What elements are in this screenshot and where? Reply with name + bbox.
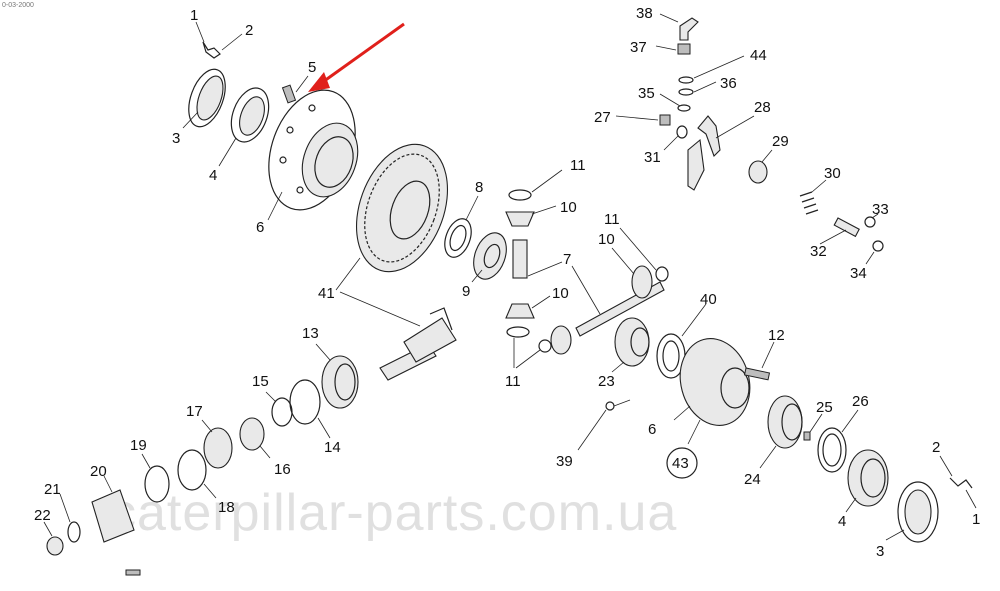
bolt-part (281, 75, 309, 104)
differential-gear-part (611, 303, 707, 379)
callout-5: 5 (308, 59, 316, 76)
callout-9: 9 (462, 283, 470, 300)
cross-shaft-part (571, 227, 669, 337)
callout-13: 13 (302, 325, 319, 342)
callout-21: 21 (44, 481, 61, 498)
callout-7: 7 (563, 251, 571, 268)
callout-10-right: 10 (598, 231, 615, 248)
right-side-bearing-lock (845, 449, 977, 543)
callout-19: 19 (130, 437, 147, 454)
callout-26: 26 (852, 393, 869, 410)
highlight-arrow (308, 22, 405, 92)
differential-housing-part (666, 338, 775, 479)
watermark: caterpillar-parts.com.ua (110, 484, 677, 542)
shim-15 (265, 391, 293, 427)
breather-38 (659, 13, 699, 41)
callout-20: 20 (90, 463, 107, 480)
fitting-37 (655, 43, 691, 55)
callout-1-right: 1 (972, 511, 980, 528)
ring-gear-part (335, 143, 449, 327)
callout-11-right: 11 (604, 211, 620, 228)
pinion-gear-set (505, 169, 572, 369)
pinion-bearing-13 (315, 343, 359, 409)
leader-32 (819, 229, 847, 245)
callout-28: 28 (754, 99, 771, 116)
oring-21 (59, 493, 81, 543)
collar-29 (748, 149, 773, 184)
callout-11-bottom: 11 (505, 373, 521, 390)
item-43-circle (666, 447, 698, 479)
callout-39: 39 (556, 453, 573, 470)
callout-25: 25 (816, 399, 833, 416)
callout-1: 1 (190, 7, 198, 24)
carrier-case-part (267, 89, 359, 221)
spring-30 (799, 179, 860, 238)
callout-3-right: 3 (876, 543, 884, 560)
thrust-washer-part (444, 195, 479, 258)
callout-6: 6 (256, 219, 264, 236)
collar-16 (239, 417, 271, 459)
corner-code: 0-03-2000 (2, 2, 34, 9)
ball-part (577, 399, 631, 451)
seal-44-36-35 (659, 55, 745, 112)
nut-22 (43, 521, 64, 556)
callout-22: 22 (34, 507, 51, 524)
nut-27-washer-31 (615, 114, 688, 151)
callout-35: 35 (638, 85, 655, 102)
lock-ring-part (182, 68, 226, 129)
callout-14: 14 (324, 439, 341, 456)
bearing-cup-part (218, 87, 270, 167)
callout-40: 40 (700, 291, 717, 308)
callout-31: 31 (644, 149, 661, 166)
callout-labels: 1 2 3 4 5 6 41 8 9 11 10 7 10 11 11 10 1… (34, 5, 980, 560)
callout-2-right: 2 (932, 439, 940, 456)
callout-30: 30 (824, 165, 841, 182)
callout-3: 3 (172, 130, 180, 147)
callout-34: 34 (850, 265, 867, 282)
shift-fork-28 (687, 115, 755, 191)
oring-33-34 (864, 213, 884, 265)
callout-32: 32 (810, 243, 827, 260)
callout-33: 33 (872, 201, 889, 218)
callout-15: 15 (252, 373, 269, 390)
retainer-clip-part (195, 21, 243, 59)
callout-2: 2 (245, 22, 253, 39)
side-gear-part (471, 232, 507, 283)
callout-4-right: 4 (838, 513, 846, 530)
callout-23: 23 (598, 373, 615, 390)
callout-38: 38 (636, 5, 653, 22)
callout-17: 17 (186, 403, 203, 420)
callout-43: 43 (672, 455, 689, 472)
callout-4: 4 (209, 167, 217, 184)
drive-pinion-part (379, 307, 457, 381)
callout-18: 18 (218, 499, 235, 516)
callout-8: 8 (475, 179, 483, 196)
callout-10-mid: 10 (552, 285, 569, 302)
callout-37: 37 (630, 39, 647, 56)
callout-10-top: 10 (560, 199, 577, 216)
seal-19 (141, 453, 170, 503)
right-bearing-assembly (759, 395, 859, 473)
callout-12: 12 (768, 327, 785, 344)
spacer-14 (289, 379, 331, 439)
yoke-20 (91, 475, 141, 576)
callout-41: 41 (318, 285, 335, 302)
callout-44: 44 (750, 47, 767, 64)
callout-29: 29 (772, 133, 789, 150)
callout-27: 27 (594, 109, 611, 126)
callout-6-right: 6 (648, 421, 656, 438)
seal-18 (177, 449, 217, 499)
callout-24: 24 (744, 471, 761, 488)
callout-16: 16 (274, 461, 291, 478)
callout-36: 36 (720, 75, 737, 92)
callout-11-top: 11 (570, 157, 586, 174)
bearing-17 (201, 419, 233, 469)
